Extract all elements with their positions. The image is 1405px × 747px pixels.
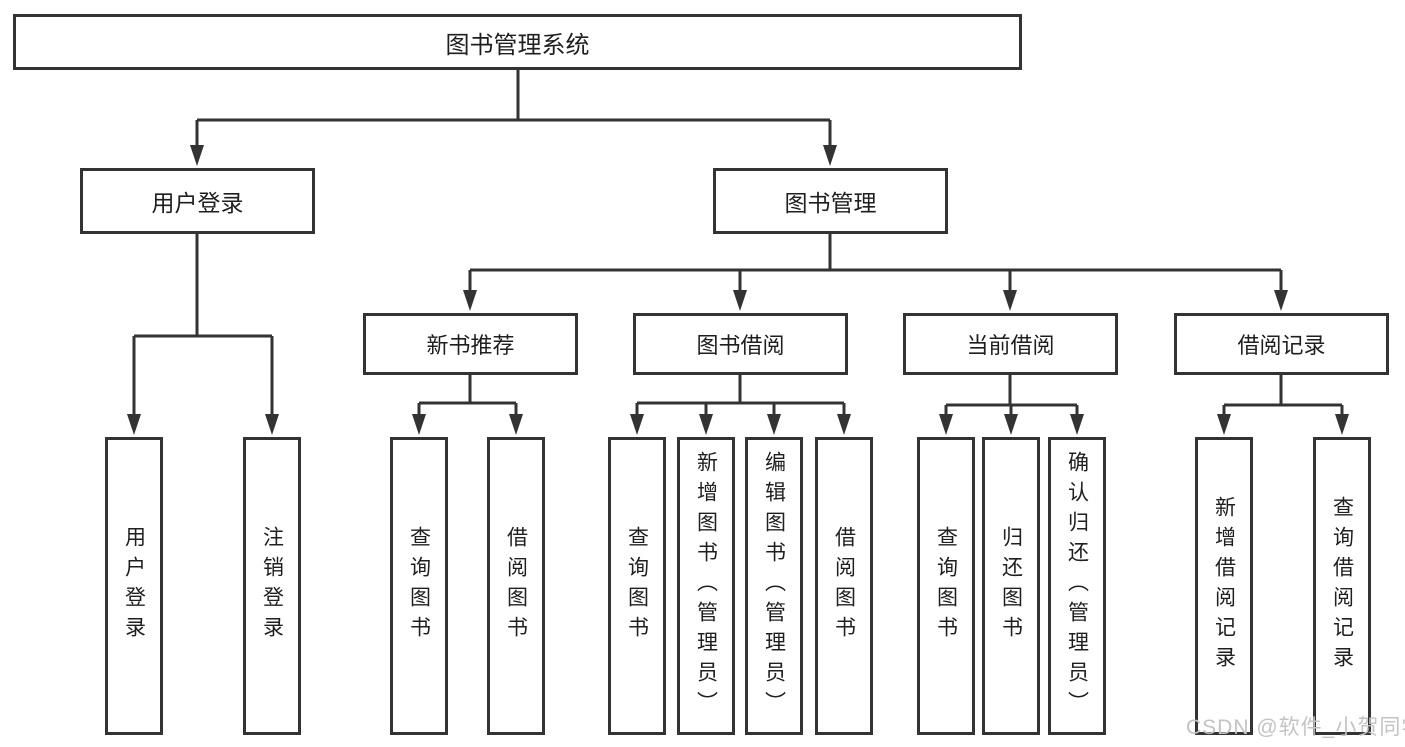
leaf-label: 借阅图书 xyxy=(504,526,528,646)
leaf-label: 查询图书 xyxy=(625,526,649,646)
leaf-query-books-borrow: 查询图书 xyxy=(608,437,666,735)
node-root-system: 图书管理系统 xyxy=(13,14,1022,70)
leaf-edit-books-admin: 编辑图书（管理员） xyxy=(745,437,803,735)
node-new-book-recommend: 新书推荐 xyxy=(363,313,578,375)
leaf-return-books: 归还图书 xyxy=(982,437,1040,735)
leaf-query-books-current: 查询图书 xyxy=(917,437,975,735)
leaf-label: 查询图书 xyxy=(934,526,958,646)
node-current-borrow: 当前借阅 xyxy=(903,313,1118,375)
leaf-label: 借阅图书 xyxy=(832,526,856,646)
leaf-label: 归还图书 xyxy=(999,526,1023,646)
leaf-logout: 注销登录 xyxy=(243,437,301,735)
leaf-label: 查询借阅记录 xyxy=(1330,496,1354,676)
leaf-label: 用户登录 xyxy=(122,526,146,646)
leaf-label: 新增图书（管理员） xyxy=(694,451,718,721)
leaf-query-borrow-record: 查询借阅记录 xyxy=(1313,437,1371,735)
leaf-add-borrow-record: 新增借阅记录 xyxy=(1195,437,1253,735)
csdn-watermark: CSDN @软件_小贺同学 xyxy=(1186,716,1405,739)
node-book-management: 图书管理 xyxy=(713,168,948,234)
leaf-query-books-recommend: 查询图书 xyxy=(390,437,448,735)
node-borrow-records: 借阅记录 xyxy=(1174,313,1389,375)
leaf-label: 注销登录 xyxy=(260,526,284,646)
leaf-label: 确认归还（管理员） xyxy=(1065,451,1089,721)
node-book-borrow: 图书借阅 xyxy=(633,313,848,375)
leaf-user-login: 用户登录 xyxy=(105,437,163,735)
leaf-add-books-admin: 新增图书（管理员） xyxy=(677,437,735,735)
leaf-label: 查询图书 xyxy=(407,526,431,646)
leaf-confirm-return-admin: 确认归还（管理员） xyxy=(1048,437,1106,735)
leaf-borrow-books: 借阅图书 xyxy=(815,437,873,735)
leaf-label: 编辑图书（管理员） xyxy=(762,451,786,721)
node-user-login: 用户登录 xyxy=(80,168,315,234)
arrowhead-icons xyxy=(127,145,1349,435)
leaf-borrow-books-recommend: 借阅图书 xyxy=(487,437,545,735)
leaf-label: 新增借阅记录 xyxy=(1212,496,1236,676)
